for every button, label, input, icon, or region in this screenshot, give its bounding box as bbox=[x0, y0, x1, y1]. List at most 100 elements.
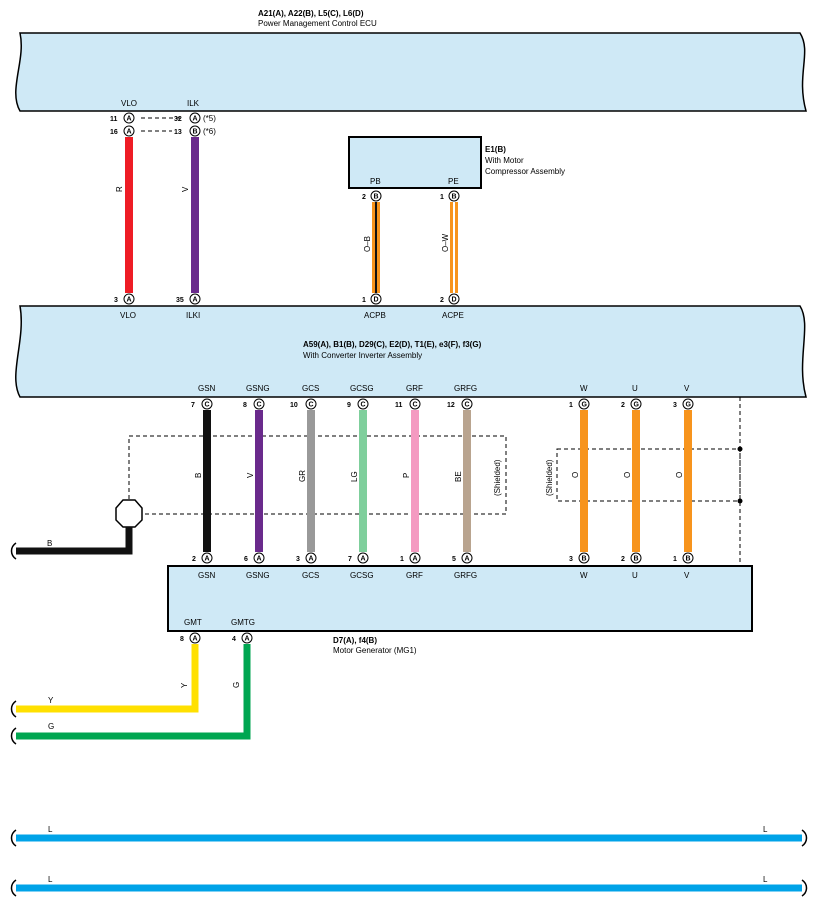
mg1-pin-num-gcsg: 7 bbox=[348, 556, 352, 563]
inv-pin-conn-gcs: C bbox=[309, 402, 314, 409]
inv-pin-num-ilki: 35 bbox=[176, 297, 184, 304]
ecu-pin-name-vlo: VLO bbox=[121, 99, 137, 108]
mg1-pin-conn-v: B bbox=[686, 556, 691, 563]
ecu-pins: VLO ILK 11 A 32 A (*5) 16 A 13 B (*6) bbox=[110, 99, 216, 137]
ecu-pin-num-vlo-2: 16 bbox=[110, 129, 118, 136]
inverter-title: A59(A), B1(B), D29(C), E2(D), T1(E), e3(… bbox=[303, 340, 482, 349]
resolver-wires: B V GR LG P BE bbox=[194, 410, 471, 552]
motor-generator-mg1: D7(A), f4(B) Motor Generator (MG1) 2 A G… bbox=[167, 552, 753, 655]
compressor-subtitle-1: With Motor bbox=[485, 156, 524, 165]
ecu-pin-conn-ilk-2: B bbox=[193, 129, 198, 136]
inv-pin-num-u: 2 bbox=[621, 402, 625, 409]
wire-label-gmtg-left: G bbox=[48, 722, 54, 731]
mg1-pin-conn-gmtg: A bbox=[245, 636, 250, 643]
inv-pin-conn-grfg: C bbox=[465, 402, 470, 409]
ecu-pin-note-ilk-1: (*5) bbox=[203, 114, 216, 123]
mg1-pin-num-gsng: 6 bbox=[244, 556, 248, 563]
wire-label-l1-left: L bbox=[48, 825, 53, 834]
inv-pin-conn-u: G bbox=[634, 402, 640, 409]
inv-pin-name-grfg: GRFG bbox=[454, 384, 477, 393]
ecu-pin-conn-ilk-1: A bbox=[193, 116, 198, 123]
wire-label-gcs: GR bbox=[298, 470, 307, 482]
wire-label-pe: O–W bbox=[441, 233, 450, 252]
mg1-pin-conn-grfg: A bbox=[465, 556, 470, 563]
ecu-title: A21(A), A22(B), L5(C), L6(D) bbox=[258, 9, 364, 18]
wire-label-ilk: V bbox=[181, 186, 190, 192]
l-wires: L L L L bbox=[10, 825, 808, 897]
inv-pin-name-w: W bbox=[580, 384, 588, 393]
wire-label-grfg: BE bbox=[454, 471, 463, 482]
mg1-pin-num-grfg: 5 bbox=[452, 556, 456, 563]
wire-label-gmtg: G bbox=[232, 682, 241, 688]
mg1-pin-num-w: 3 bbox=[569, 556, 573, 563]
inv-pin-name-gcsg: GCSG bbox=[350, 384, 374, 393]
inv-pin-conn-grf: C bbox=[413, 402, 418, 409]
inv-pin-num-gsn: 7 bbox=[191, 402, 195, 409]
inv-pin-name-acpe: ACPE bbox=[442, 311, 464, 320]
wire-label-l2-left: L bbox=[48, 875, 53, 884]
mg1-pin-conn-w: B bbox=[582, 556, 587, 563]
mg1-pin-num-u: 2 bbox=[621, 556, 625, 563]
inv-pin-conn-acpe: D bbox=[452, 297, 457, 304]
compressor-pin-num-pe: 1 bbox=[440, 194, 444, 201]
wire-label-u: O bbox=[623, 472, 632, 478]
resolver-shield: (Shielded) bbox=[115, 435, 507, 528]
ground-icon bbox=[115, 499, 143, 528]
mg1-pin-name-gcsg: GCSG bbox=[350, 571, 374, 580]
motor-compressor: E1(B) With Motor Compressor Assembly PB … bbox=[348, 136, 565, 202]
inv-pin-name-vlo: VLO bbox=[120, 311, 136, 320]
converter-inverter: A59(A), B1(B), D29(C), E2(D), T1(E), e3(… bbox=[15, 293, 807, 398]
wire-label-gsng: V bbox=[246, 472, 255, 478]
mg1-pin-conn-gcsg: A bbox=[361, 556, 366, 563]
inv-pin-num-gcsg: 9 bbox=[347, 402, 351, 409]
mg1-pin-num-gmtg: 4 bbox=[232, 636, 236, 643]
mg1-pin-conn-gmt: A bbox=[193, 636, 198, 643]
inv-pin-name-v: V bbox=[684, 384, 690, 393]
compressor-pin-conn-pb: B bbox=[374, 194, 379, 201]
ecu-subtitle: Power Management Control ECU bbox=[258, 19, 377, 28]
mg1-pin-conn-gcs: A bbox=[309, 556, 314, 563]
wire-label-l2-right: L bbox=[763, 875, 768, 884]
mg1-pin-conn-grf: A bbox=[413, 556, 418, 563]
wire-label-gcsg: LG bbox=[350, 471, 359, 482]
wire-ground-b bbox=[16, 527, 133, 555]
mg1-pin-num-grf: 1 bbox=[400, 556, 404, 563]
ground-wire: B bbox=[10, 527, 133, 560]
shield-label-right: (Shielded) bbox=[545, 459, 554, 496]
inv-pin-num-grfg: 12 bbox=[447, 402, 455, 409]
ecu-pin-name-ilk: ILK bbox=[187, 99, 200, 108]
compressor-pin-name-pe: PE bbox=[448, 177, 459, 186]
mg1-pin-num-gcs: 3 bbox=[296, 556, 300, 563]
compressor-subtitle-2: Compressor Assembly bbox=[485, 167, 565, 176]
inv-pin-name-gsng: GSNG bbox=[246, 384, 270, 393]
inv-pin-conn-w: G bbox=[582, 402, 588, 409]
wire-label-gmt-left: Y bbox=[48, 696, 54, 705]
mg1-pin-name-grfg: GRFG bbox=[454, 571, 477, 580]
ecu-pin-num-ilk-2: 13 bbox=[174, 129, 182, 136]
mg1-title: D7(A), f4(B) bbox=[333, 636, 377, 645]
inverter-bottom-pins: 7 C 8 C 10 C 9 C 11 C 12 C 1 G 2 G 3 G bbox=[191, 398, 694, 410]
inv-pin-name-gcs: GCS bbox=[302, 384, 319, 393]
wire-label-gsn: B bbox=[194, 473, 203, 478]
ecu-pin-conn-vlo-1: A bbox=[127, 116, 132, 123]
wire-label-vlo: R bbox=[115, 186, 124, 192]
mg1-pin-num-v: 1 bbox=[673, 556, 677, 563]
inv-pin-name-acpb: ACPB bbox=[364, 311, 386, 320]
inv-pin-conn-gcsg: C bbox=[361, 402, 366, 409]
ecu-wires: R V bbox=[115, 137, 199, 293]
inv-pin-name-gsn: GSN bbox=[198, 384, 216, 393]
inv-pin-num-w: 1 bbox=[569, 402, 573, 409]
inv-pin-num-gsng: 8 bbox=[243, 402, 247, 409]
wire-gmtg bbox=[16, 644, 251, 740]
shield-label-left: (Shielded) bbox=[493, 459, 502, 496]
inv-pin-name-u: U bbox=[632, 384, 638, 393]
mg1-pin-name-gmtg: GMTG bbox=[231, 618, 255, 627]
inv-pin-num-v: 3 bbox=[673, 402, 677, 409]
inverter-subtitle: With Converter Inverter Assembly bbox=[303, 351, 422, 360]
inv-pin-conn-ilki: A bbox=[193, 297, 198, 304]
compressor-wires: O–B O–W bbox=[363, 202, 458, 293]
mg1-subtitle: Motor Generator (MG1) bbox=[333, 646, 417, 655]
mg1-pin-name-v: V bbox=[684, 571, 690, 580]
inv-pin-name-ilki: ILKI bbox=[186, 311, 200, 320]
